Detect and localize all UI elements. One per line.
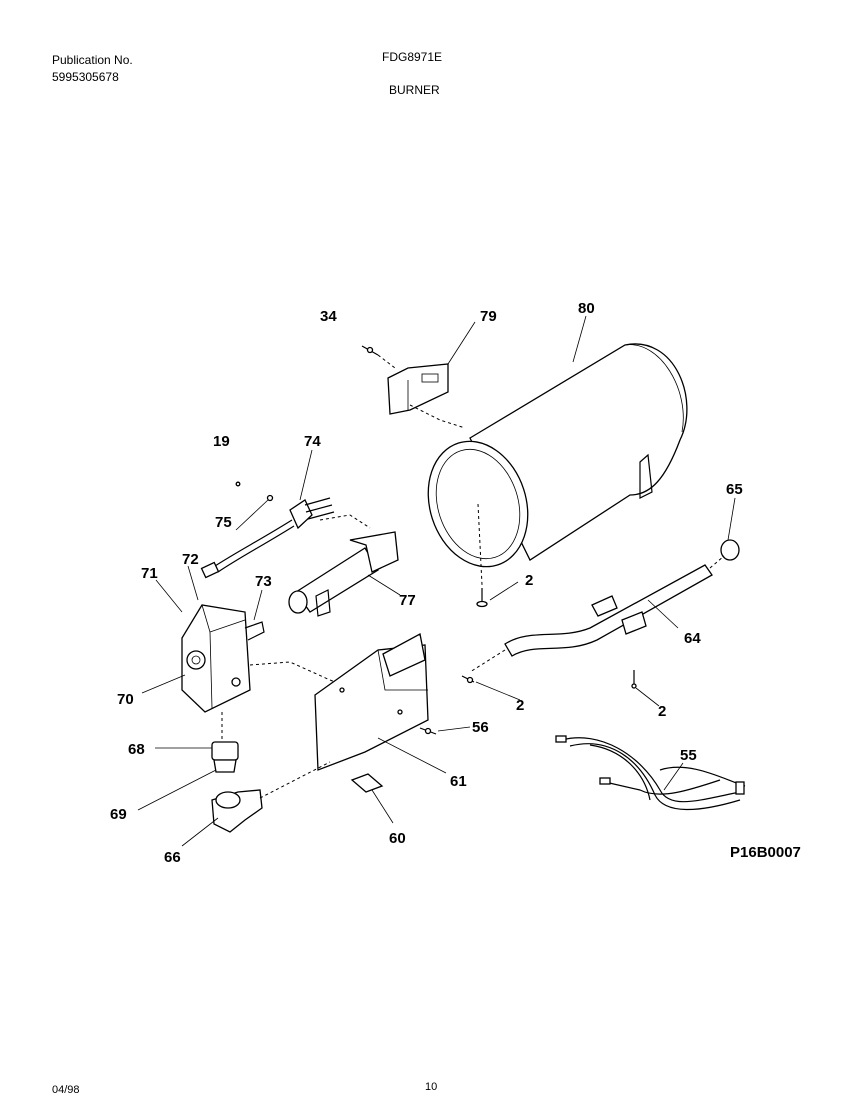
- igniter-part: [200, 481, 371, 579]
- combustion-chamber-part: [427, 343, 688, 586]
- publication-label: Publication No.: [52, 53, 133, 67]
- callout-80: 80: [578, 300, 595, 317]
- callout-2-top: 2: [525, 572, 533, 589]
- burner-tube-part: [288, 531, 399, 617]
- callout-77: 77: [399, 592, 416, 609]
- footer-date: 04/98: [52, 1084, 80, 1096]
- callout-labels: 34 79 80 19 74 75 72 71 73 77 65 2 2 2 6…: [110, 300, 743, 866]
- callout-73: 73: [255, 573, 272, 590]
- clip-part: [350, 773, 384, 793]
- callout-72: 72: [182, 551, 199, 568]
- callout-75: 75: [215, 514, 232, 531]
- callout-19: 19: [213, 433, 230, 450]
- screw-part-2: [461, 588, 637, 689]
- drawing-code: P16B0007: [730, 844, 801, 861]
- mounting-bracket-part: [314, 633, 437, 771]
- callout-55: 55: [680, 747, 697, 764]
- callout-2-middle: 2: [516, 697, 524, 714]
- elbow-part: [211, 761, 331, 833]
- callout-66: 66: [164, 849, 181, 866]
- callout-61: 61: [450, 773, 467, 790]
- fitting-part: [211, 741, 239, 773]
- igniter-bracket-part: [387, 363, 466, 429]
- callout-69: 69: [110, 806, 127, 823]
- callout-71: 71: [141, 565, 158, 582]
- wire-harness-part: [555, 735, 746, 811]
- callout-2-right: 2: [658, 703, 666, 720]
- leader-lines: [137, 315, 736, 847]
- callout-60: 60: [389, 830, 406, 847]
- callout-79: 79: [480, 308, 497, 325]
- callout-70: 70: [117, 691, 134, 708]
- publication-number: 5995305678: [52, 70, 119, 84]
- screw-part: [361, 345, 396, 369]
- gas-valve-part: [181, 604, 381, 740]
- gas-pipe-part: [469, 539, 740, 673]
- callout-34: 34: [320, 308, 337, 325]
- section-title: BURNER: [389, 83, 440, 97]
- callout-68: 68: [128, 741, 145, 758]
- callout-56: 56: [472, 719, 489, 736]
- model-number: FDG8971E: [382, 50, 443, 64]
- page-number: 10: [425, 1081, 438, 1093]
- callout-74: 74: [304, 433, 321, 450]
- callout-65: 65: [726, 481, 743, 498]
- callout-64: 64: [684, 630, 701, 647]
